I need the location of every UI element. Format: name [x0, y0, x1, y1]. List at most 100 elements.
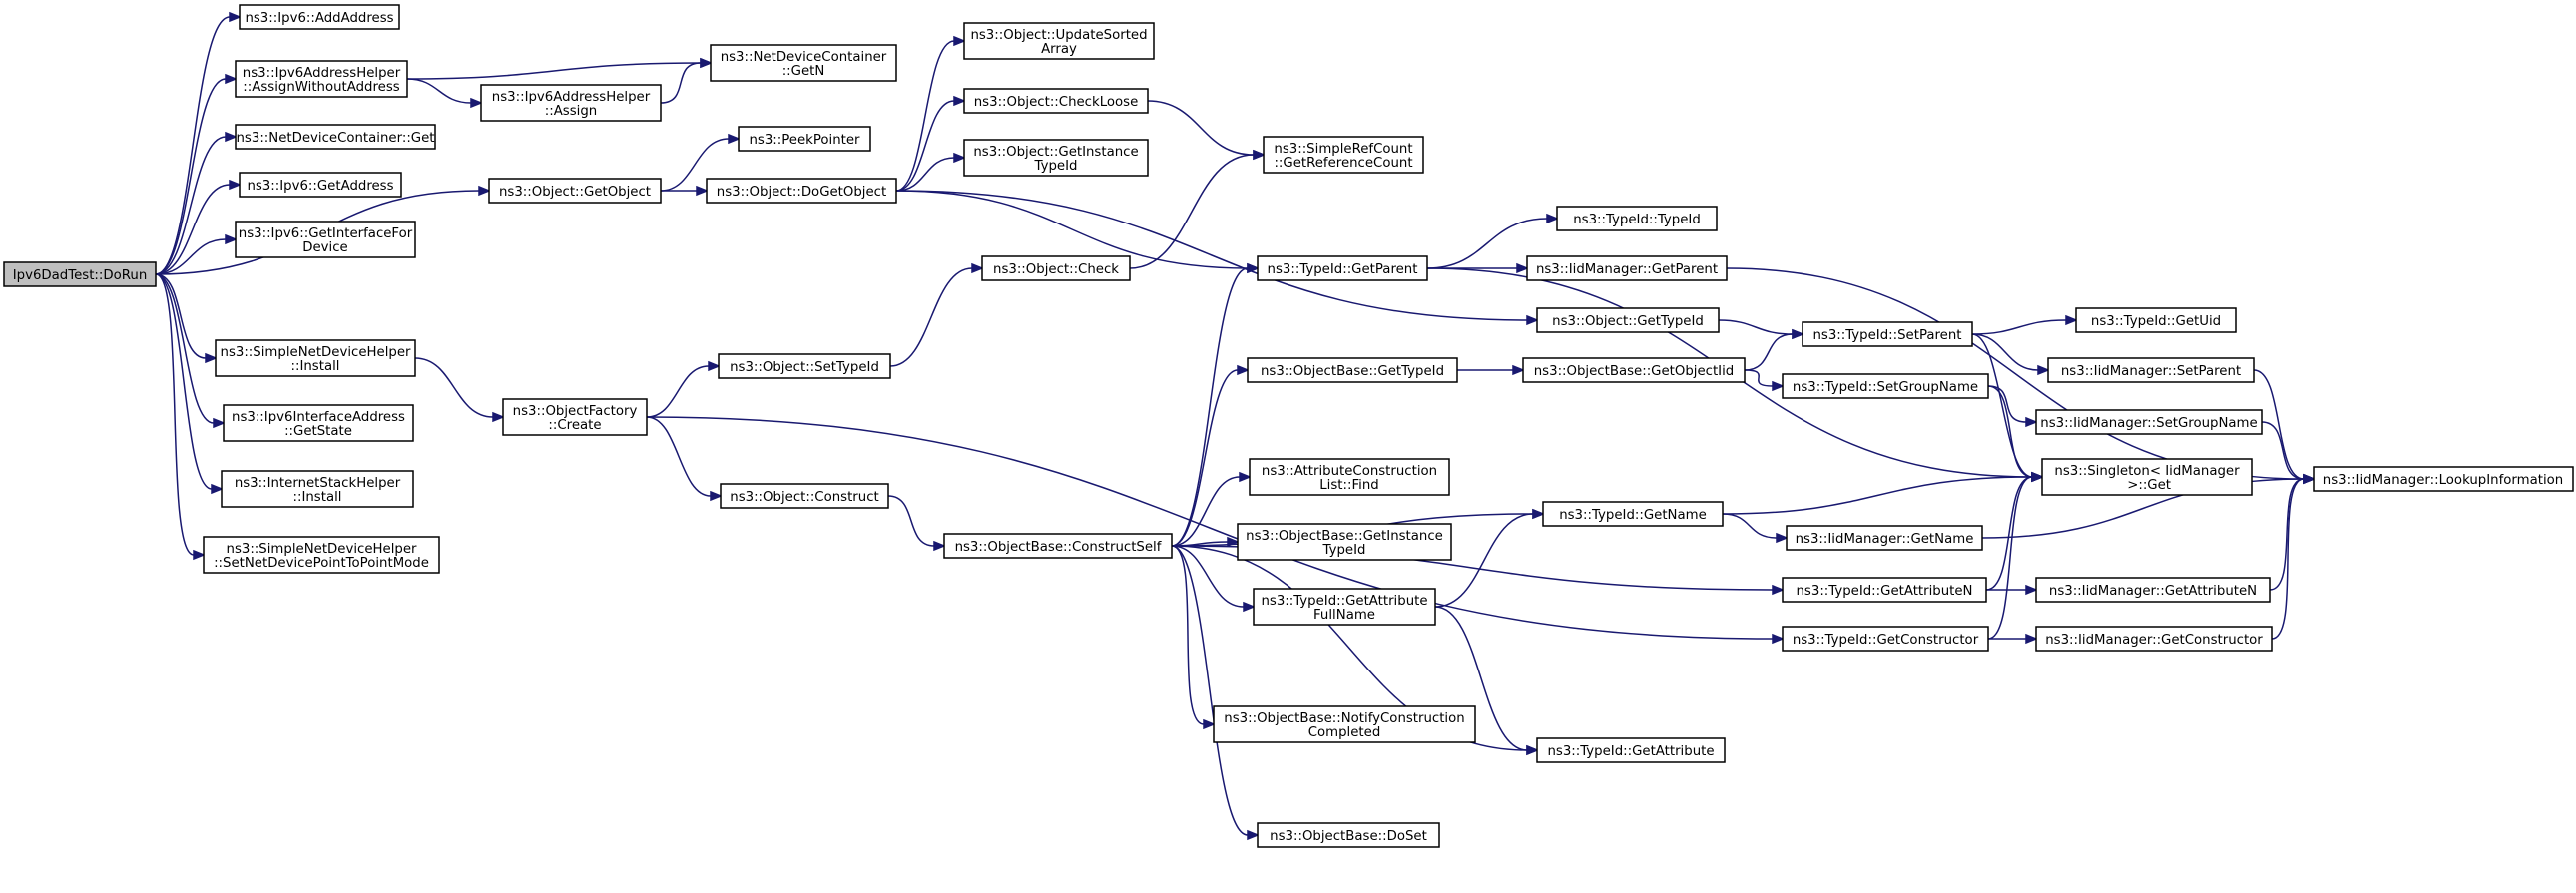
node-assignwo[interactable]: ns3::Ipv6AddressHelper::AssignWithoutAdd…	[235, 60, 408, 98]
node-label: ns3::SimpleNetDeviceHelper	[227, 542, 417, 557]
edge-line	[2269, 478, 2305, 591]
edge-dorun-to-ipv6ifaddr	[155, 273, 227, 429]
node-label: ns3::ObjectBase::GetTypeId	[1261, 364, 1444, 379]
node-label: ns3::IidManager::GetParent	[1536, 262, 1718, 277]
node-label: ns3::ObjectBase::NotifyConstruction	[1224, 711, 1464, 726]
arrowhead	[1243, 601, 1257, 613]
node-ipv6ifaddr[interactable]: ns3::Ipv6InterfaceAddress::GetState	[223, 404, 414, 442]
node-constructself[interactable]: ns3::ObjectBase::ConstructSelf	[943, 533, 1173, 559]
node-label: >::Get	[2123, 478, 2171, 493]
node-tid-getattrn[interactable]: ns3::TypeId::GetAttributeN	[1782, 577, 1987, 603]
node-tid-setgroup[interactable]: ns3::TypeId::SetGroupName	[1782, 373, 1989, 399]
node-tid-setparent[interactable]: ns3::TypeId::SetParent	[1802, 321, 1973, 347]
node-box	[963, 88, 1149, 114]
node-label: ns3::SimpleRefCount	[1274, 142, 1412, 157]
edge-ob-gettid-to-ob-getobjiid	[1456, 364, 1526, 376]
edge-line	[660, 62, 702, 104]
node-box	[981, 255, 1131, 281]
node-label: ns3::IidManager::SetParent	[2061, 364, 2241, 379]
node-settypeid[interactable]: ns3::Object::SetTypeId	[718, 353, 891, 379]
node-peekptr[interactable]: ns3::PeekPointer	[738, 126, 871, 152]
node-iid-setgroup[interactable]: ns3::IidManager::SetGroupName	[2035, 409, 2263, 435]
node-iid-getparent[interactable]: ns3::IidManager::GetParent	[1526, 255, 1728, 281]
edge-dorun-to-sndh-setp2p	[155, 273, 207, 561]
node-label: ::AssignWithoutAddress	[243, 80, 399, 95]
edge-line	[155, 238, 227, 275]
edge-obj-construct-to-constructself	[887, 495, 947, 552]
node-label: Device	[302, 240, 347, 255]
node-assign[interactable]: ns3::Ipv6AddressHelper::Assign	[480, 84, 662, 122]
edge-line	[1171, 476, 1241, 547]
edge-line	[895, 190, 1249, 269]
edge-iid-setparent-to-lookup	[2253, 369, 2317, 485]
node-doset[interactable]: ns3::ObjectBase::DoSet	[1257, 822, 1440, 848]
node-getrefcount[interactable]: ns3::SimpleRefCount::GetReferenceCount	[1263, 136, 1424, 174]
edge-line	[1147, 100, 1255, 156]
edge-tid-getname-to-iid-getname	[1722, 513, 1790, 544]
node-box	[1542, 501, 1724, 527]
node-dogetobj[interactable]: ns3::Object::DoGetObject	[706, 178, 897, 204]
node-tid-getctor[interactable]: ns3::TypeId::GetConstructor	[1782, 626, 1989, 652]
edge-tid-getattrfull-to-tid-getname	[1434, 508, 1546, 608]
node-iid-getctor[interactable]: ns3::IidManager::GetConstructor	[2035, 626, 2273, 652]
node-ndc-getn[interactable]: ns3::NetDeviceContainer::GetN	[710, 44, 897, 82]
edge-iid-getctor-to-lookup	[2271, 473, 2317, 640]
node-ob-getobjiid[interactable]: ns3::ObjectBase::GetObjectIid	[1522, 357, 1746, 383]
edge-line	[1171, 267, 1249, 547]
edge-line	[1971, 319, 2067, 335]
node-tid-getuid[interactable]: ns3::TypeId::GetUid	[2075, 307, 2237, 333]
node-getobject[interactable]: ns3::Object::GetObject	[488, 178, 662, 204]
arrowhead	[2037, 364, 2051, 376]
node-obj-construct[interactable]: ns3::Object::Construct	[720, 483, 889, 509]
node-ish-install[interactable]: ns3::InternetStackHelper::Install	[221, 470, 414, 508]
node-sndh-install[interactable]: ns3::SimpleNetDeviceHelper::Install	[215, 339, 416, 377]
node-sndh-setp2p[interactable]: ns3::SimpleNetDeviceHelper::SetNetDevice…	[203, 536, 440, 574]
arrowhead	[205, 352, 219, 364]
arrowhead	[229, 11, 243, 23]
node-box	[706, 178, 897, 204]
node-label: List::Find	[1319, 478, 1378, 493]
node-dorun[interactable]: Ipv6DadTest::DoRun	[3, 261, 157, 287]
node-notifyctor[interactable]: ns3::ObjectBase::NotifyConstructionCompl…	[1213, 705, 1476, 743]
node-objfactory[interactable]: ns3::ObjectFactory::Create	[502, 398, 648, 436]
edge-line	[1171, 545, 1205, 725]
arrowhead	[2025, 584, 2039, 596]
node-label: ns3::TypeId::GetConstructor	[1793, 633, 1979, 648]
arrowhead	[953, 35, 967, 47]
node-label: ns3::TypeId::GetName	[1559, 508, 1707, 523]
edge-settypeid-to-check	[889, 262, 985, 367]
node-label: ns3::Ipv6::GetAddress	[247, 179, 393, 194]
node-tid-getname[interactable]: ns3::TypeId::GetName	[1542, 501, 1724, 527]
node-iid-getname[interactable]: ns3::IidManager::GetName	[1786, 525, 1983, 551]
node-box	[3, 261, 157, 287]
node-ob-gettid[interactable]: ns3::ObjectBase::GetTypeId	[1247, 357, 1458, 383]
node-singleton[interactable]: ns3::Singleton< IidManager >::Get	[2041, 458, 2253, 496]
arrowhead	[1772, 380, 1786, 392]
node-lookup[interactable]: ns3::IidManager::LookupInformation	[2313, 466, 2574, 492]
edge-line	[1987, 476, 2033, 640]
node-iid-setparent[interactable]: ns3::IidManager::SetParent	[2047, 357, 2255, 383]
node-label: TypeId	[1034, 159, 1078, 174]
node-tid-getparent[interactable]: ns3::TypeId::GetParent	[1257, 255, 1428, 281]
node-iid-getattrn[interactable]: ns3::IidManager::GetAttributeN	[2035, 577, 2271, 603]
edge-checkloose-to-getrefcount	[1147, 100, 1267, 161]
node-checkloose[interactable]: ns3::Object::CheckLoose	[963, 88, 1149, 114]
node-obj-gettid[interactable]: ns3::Object::GetTypeId	[1536, 307, 1720, 333]
node-label: ns3::NetDeviceContainer	[721, 50, 887, 65]
edge-line	[895, 100, 955, 192]
node-getaddress[interactable]: ns3::Ipv6::GetAddress	[239, 172, 402, 198]
arrowhead	[708, 360, 722, 372]
node-addaddr[interactable]: ns3::Ipv6::AddAddress	[239, 4, 400, 30]
node-tid-getattr[interactable]: ns3::TypeId::GetAttribute	[1536, 737, 1726, 763]
node-tid-typeid[interactable]: ns3::TypeId::TypeId	[1556, 206, 1718, 231]
node-label: ns3::TypeId::SetParent	[1812, 328, 1961, 343]
arrowhead	[225, 131, 239, 143]
node-check[interactable]: ns3::Object::Check	[981, 255, 1131, 281]
node-ndc-get[interactable]: ns3::NetDeviceContainer::Get	[235, 124, 436, 150]
